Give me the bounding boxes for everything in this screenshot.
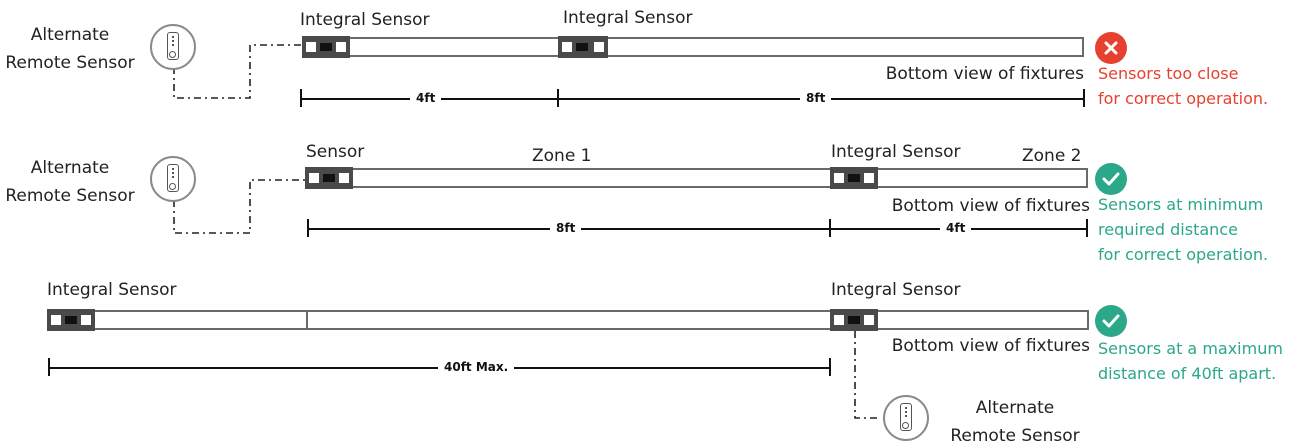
row1-status-line-1: Sensors too close (1098, 64, 1239, 83)
row1-bottom-view-label: Bottom view of fixtures (885, 64, 1084, 84)
row3-dim-tick-start (48, 358, 50, 376)
row3-bottom-view-label: Bottom view of fixtures (891, 336, 1090, 356)
row3-fixture-joint-1 (49, 312, 308, 328)
row1-dim-a: 4ft (410, 91, 442, 105)
row1-dim-line (301, 98, 1085, 100)
row2-sensor-b-label: Integral Sensor (831, 142, 961, 162)
row2-zone-2-label: Zone 2 (1022, 146, 1082, 166)
row2-remote-label-1: Alternate (30, 158, 110, 178)
row2-remote-wire (173, 179, 305, 234)
row2-dim-b: 4ft (940, 221, 972, 235)
row3-remote-label-2: Remote Sensor (950, 426, 1080, 446)
row2-sensor-b (830, 167, 878, 189)
row1-status-line-2: for correct operation. (1098, 89, 1269, 108)
row3-fixture (47, 310, 1089, 330)
row3-fixture-joint-2 (49, 312, 834, 328)
row1-dim-tick-start (300, 89, 302, 107)
row2-status-line-3: for correct operation. (1098, 245, 1269, 264)
row3-sensor-b-label: Integral Sensor (831, 280, 961, 300)
row3-status-line-1: Sensors at a maximum (1098, 339, 1283, 358)
row3-status: Sensors at a maximum distance of 40ft ap… (1098, 336, 1283, 386)
row2-dim-a: 8ft (550, 221, 582, 235)
row1-sensor-a (302, 36, 350, 58)
row3-check-circle-icon (1095, 305, 1127, 337)
row1-remote-label-2: Remote Sensor (5, 53, 135, 73)
row3-dim: 40ft Max. (438, 360, 515, 374)
row2-dim-line (308, 228, 1088, 230)
row1-sensor-b (558, 36, 608, 58)
row1-x-circle-icon (1095, 32, 1127, 64)
row2-dim-tick-mid (829, 219, 831, 237)
row3-sensor-a (47, 309, 95, 331)
row2-sensor-a-label: Sensor (306, 142, 365, 162)
row2-sensor-a (305, 167, 353, 189)
row1-fixture (302, 37, 1084, 57)
row3-remote-sensor-icon (883, 395, 929, 441)
row1-status: Sensors too close for correct operation. (1098, 61, 1268, 111)
row2-status-line-2: required distance (1098, 220, 1238, 239)
row2-zone-1-label: Zone 1 (532, 146, 592, 166)
row1-dim-tick-mid (557, 89, 559, 107)
row1-remote-sensor-icon (150, 24, 196, 70)
row2-remote-label-2: Remote Sensor (5, 186, 135, 206)
row2-status: Sensors at minimum required distance for… (1098, 192, 1268, 267)
row2-dim-tick-end (1086, 219, 1088, 237)
row2-fixture (305, 168, 1088, 188)
row3-status-line-2: distance of 40ft apart. (1098, 364, 1277, 383)
row2-bottom-view-label: Bottom view of fixtures (891, 196, 1090, 216)
row2-check-circle-icon (1095, 163, 1127, 195)
row2-status-line-1: Sensors at minimum (1098, 195, 1264, 214)
row3-sensor-a-label: Integral Sensor (47, 280, 177, 300)
row3-remote-wire (854, 331, 880, 419)
row1-remote-wire (173, 44, 302, 99)
row3-dim-tick-end (829, 358, 831, 376)
row1-sensor-b-label: Integral Sensor (563, 8, 693, 28)
row2-remote-sensor-icon (150, 156, 196, 202)
row1-dim-tick-end (1083, 89, 1085, 107)
row3-sensor-b (830, 309, 878, 331)
row1-dim-b: 8ft (800, 91, 832, 105)
row3-remote-label-1: Alternate (975, 398, 1055, 418)
row2-dim-tick-start (307, 219, 309, 237)
row1-sensor-a-label: Integral Sensor (300, 10, 430, 30)
row1-remote-label-1: Alternate (30, 25, 110, 45)
